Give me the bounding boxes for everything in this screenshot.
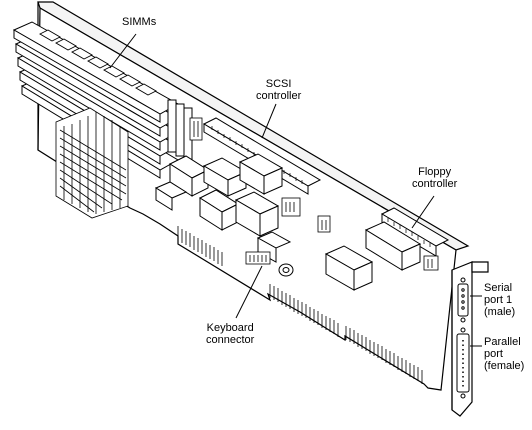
edge-connector: [177, 226, 423, 384]
simm-module: [12, 21, 180, 123]
grid-chip: [55, 107, 129, 219]
ic-chip: [364, 221, 422, 271]
ic-chip: [168, 155, 210, 197]
label-parallel-line1: Parallel: [484, 336, 521, 348]
leader-simms: [109, 33, 137, 69]
ic-chips: [154, 153, 422, 291]
label-simms-line1: SIMMs: [122, 16, 157, 28]
ic-chip: [238, 153, 284, 195]
leader-keyboard: [235, 265, 263, 319]
label-serial-line3: (male): [484, 306, 516, 318]
ic-chip: [234, 191, 280, 237]
leader-lines: [109, 33, 482, 347]
pin-header: [423, 255, 439, 271]
label-simms: SIMMs: [122, 16, 156, 28]
simm-chips: [39, 29, 157, 96]
keyboard-connector-shape: [278, 263, 294, 277]
label-parallel-port: Parallel port (female): [484, 336, 524, 372]
label-scsi-line2: controller: [256, 90, 302, 102]
ic-chip: [198, 189, 240, 231]
label-parallel-line2: port: [484, 348, 503, 360]
label-serial-port: Serial port 1 (male): [484, 282, 515, 318]
ic-chip: [256, 231, 292, 263]
db25-parallel-port: [456, 327, 470, 399]
ic-chip: [324, 245, 374, 291]
label-keyboard-line2: connector: [206, 334, 255, 346]
label-parallel-line3: (female): [484, 360, 525, 372]
label-scsi-controller: SCSI controller: [256, 78, 301, 102]
label-floppy-controller: Floppy controller: [412, 166, 457, 190]
pin-header: [245, 251, 271, 265]
label-scsi-line1: SCSI: [265, 78, 292, 90]
simm-sockets: [167, 99, 193, 161]
pin-header: [317, 215, 331, 233]
label-keyboard-line1: Keyboard: [206, 322, 254, 334]
label-floppy-line2: controller: [412, 178, 458, 190]
pin-headers: [189, 117, 439, 271]
label-floppy-line1: Floppy: [418, 166, 452, 178]
label-serial-line2: port 1: [484, 294, 513, 306]
leader-floppy: [411, 195, 435, 229]
pin-header: [189, 117, 203, 141]
label-serial-line1: Serial: [484, 282, 513, 294]
pin-header: [281, 197, 301, 217]
db9-serial-port: [457, 277, 469, 323]
label-keyboard-connector: Keyboard connector: [206, 322, 254, 346]
ic-chip: [154, 181, 188, 211]
leader-scsi: [261, 103, 277, 139]
